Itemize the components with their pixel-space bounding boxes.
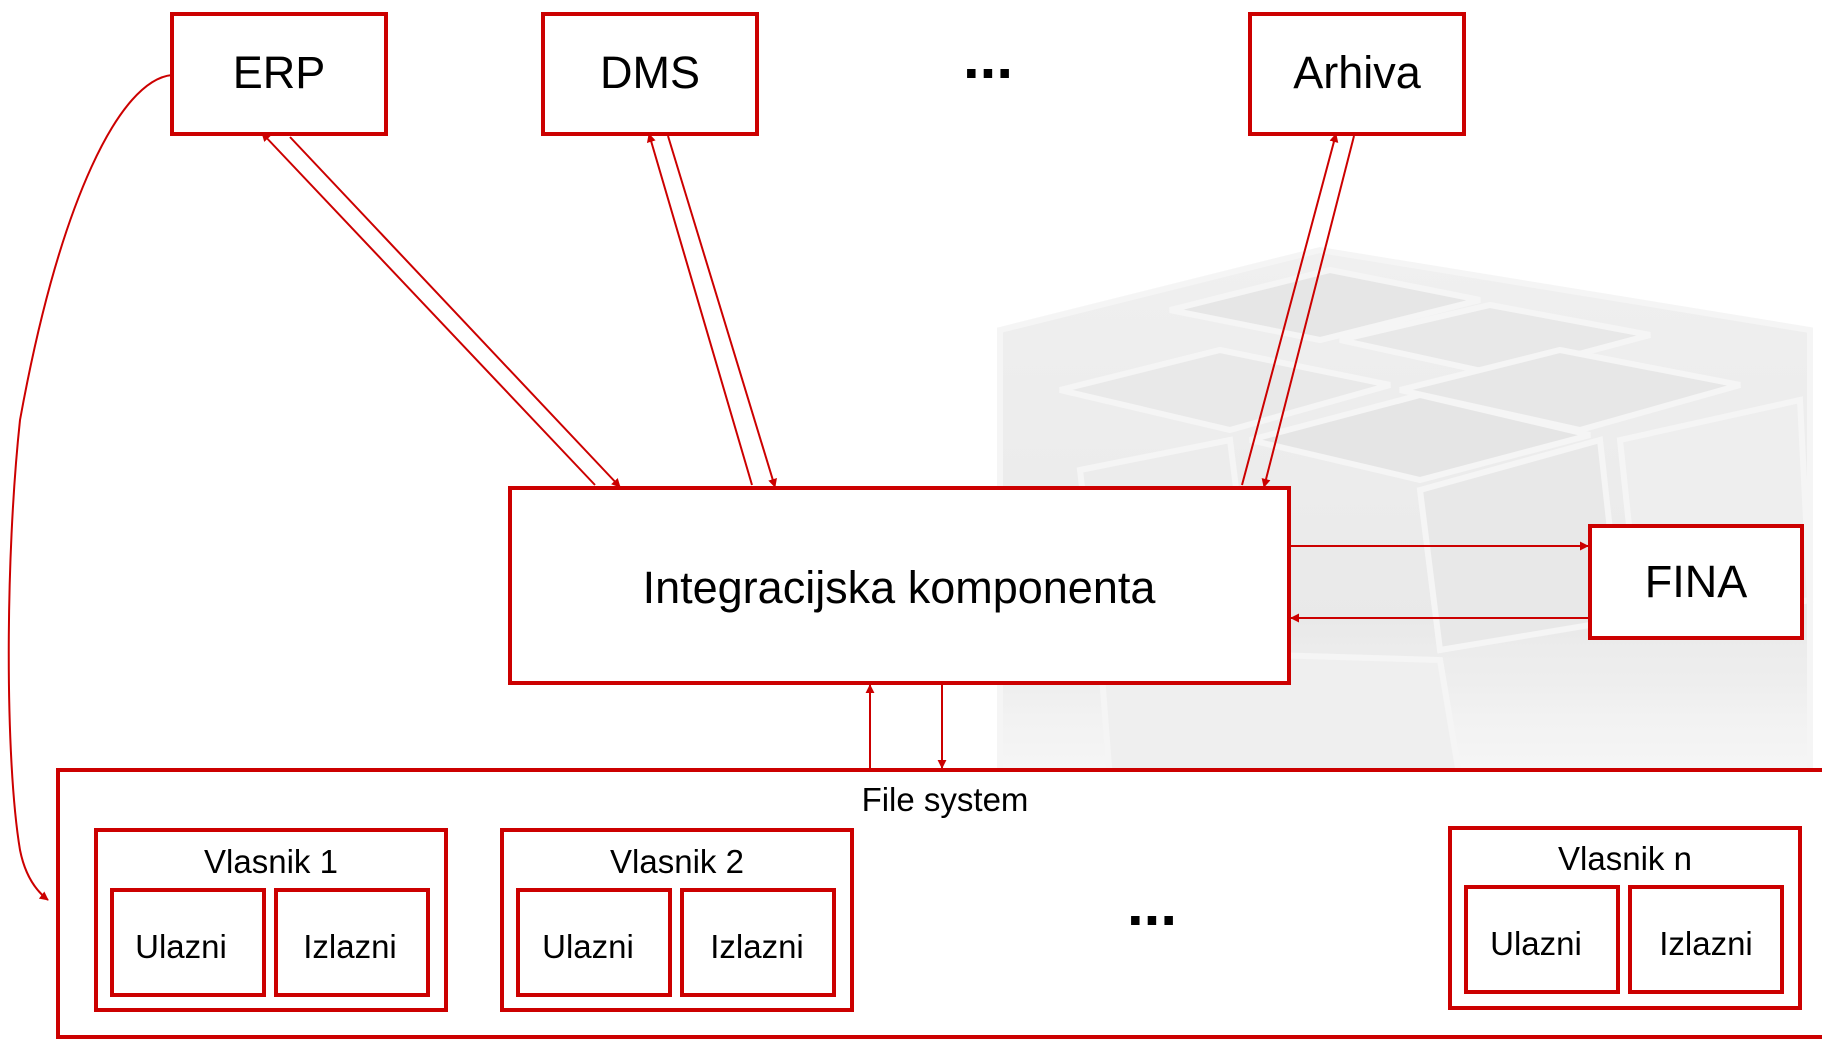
arhiva-label: Arhiva [1293,47,1422,98]
input-folder-label: Ulazni [135,928,227,965]
dms-node: DMS [541,12,759,136]
owner-group-n: Vlasnik n Ulazni Izlazni [1448,826,1802,1010]
ellipsis-bottom: ... [1127,871,1177,938]
arrow-erp-to-filesystem [7,74,173,901]
owner-group-1: Vlasnik 1 Ulazni Izlazni [94,828,448,1012]
fina-node: FINA [1588,524,1804,640]
arrow-integration-to-erp [261,132,596,486]
input-folder-label: Ulazni [542,928,634,965]
output-folder-label: Izlazni [1659,925,1753,962]
integration-label: Integracijska komponenta [643,562,1157,613]
owner-group-2: Vlasnik 2 Ulazni Izlazni [500,828,854,1012]
input-folder-label: Ulazni [1490,925,1582,962]
arrow-arhiva-to-integration [1261,135,1355,488]
erp-node: ERP [170,12,388,136]
arrow-integration-to-dms [646,133,753,486]
integration-component-node: Integracijska komponenta [508,486,1291,685]
owner-title: Vlasnik 1 [204,843,338,880]
owner-title: Vlasnik 2 [610,843,744,880]
arrow-integration-to-arhiva [1241,133,1339,486]
fina-label: FINA [1645,556,1748,607]
file-system-label: File system [862,781,1029,818]
ellipsis-top: ... [963,24,1013,91]
erp-label: ERP [233,47,326,98]
output-folder-label: Izlazni [303,928,397,965]
owner-title: Vlasnik n [1558,840,1692,877]
file-system-container: File system [56,768,1822,1039]
dms-label: DMS [600,47,700,98]
arrow-erp-to-integration [289,136,621,488]
arrow-dms-to-integration [667,135,777,488]
arhiva-node: Arhiva [1248,12,1466,136]
output-folder-label: Izlazni [710,928,804,965]
